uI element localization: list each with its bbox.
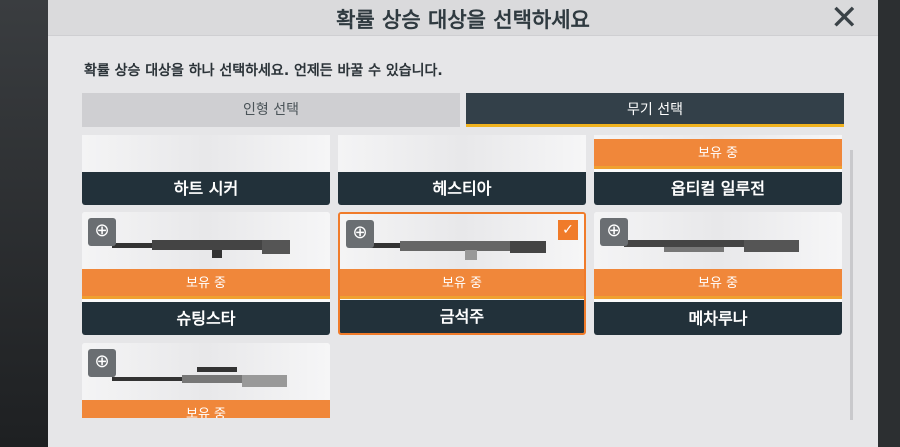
weapon-name: 옵티컬 일루전 [594, 172, 842, 205]
zoom-in-icon[interactable]: ⊕ [88, 349, 116, 377]
close-icon[interactable]: ✕ [830, 0, 859, 38]
tab-doll-select[interactable]: 인형 선택 [82, 93, 460, 127]
owned-badge: 보유 중 [82, 269, 330, 299]
weapon-card[interactable]: 하트 시커 [82, 135, 330, 205]
weapon-image [594, 212, 842, 272]
weapon-card[interactable]: ⊕ 보유 중 슈팅스타 [82, 212, 330, 335]
owned-badge: 보유 중 [82, 400, 330, 418]
weapon-name: 금석주 [340, 300, 584, 333]
owned-badge: 보유 중 [340, 269, 584, 299]
zoom-in-icon[interactable]: ⊕ [88, 218, 116, 246]
rifle-image [370, 241, 546, 260]
weapon-grid[interactable]: 하트 시커 헤스티아 보유 중 옵티컬 일루전 ⊕ 보유 중 슈팅스타 ⊕ ✓ … [82, 135, 852, 418]
selection-dialog: 확률 상승 대상을 선택하세요 ✕ 확률 상승 대상을 하나 선택하세요. 언제… [48, 0, 878, 447]
sniper-rifle-image [112, 367, 287, 387]
weapon-card[interactable]: ⊕ 보유 중 [82, 343, 330, 418]
tab-weapon-select[interactable]: 무기 선택 [466, 93, 844, 127]
weapon-image [338, 135, 586, 172]
owned-badge: 보유 중 [594, 139, 842, 169]
weapon-card[interactable]: 헤스티아 [338, 135, 586, 205]
weapon-image [340, 214, 584, 272]
weapon-name: 하트 시커 [82, 172, 330, 205]
shotgun-image [624, 240, 799, 252]
rifle-image [112, 240, 290, 258]
dialog-title: 확률 상승 대상을 선택하세요 [336, 8, 590, 32]
checkmark-icon[interactable]: ✓ [558, 220, 578, 240]
dialog-header: 확률 상승 대상을 선택하세요 ✕ [48, 0, 878, 38]
owned-badge: 보유 중 [594, 269, 842, 299]
scrollbar[interactable] [850, 150, 853, 420]
weapon-image [594, 135, 842, 142]
weapon-card[interactable]: ⊕ 보유 중 메차루나 [594, 212, 842, 335]
zoom-in-icon[interactable]: ⊕ [346, 220, 374, 248]
background-right [878, 0, 900, 447]
weapon-name: 메차루나 [594, 302, 842, 335]
zoom-in-icon[interactable]: ⊕ [600, 218, 628, 246]
dialog-description: 확률 상승 대상을 하나 선택하세요. 언제든 바꿀 수 있습니다. [84, 63, 443, 79]
weapon-card[interactable]: 보유 중 옵티컬 일루전 [594, 135, 842, 205]
weapon-image [82, 212, 330, 272]
weapon-name: 헤스티아 [338, 172, 586, 205]
background-left [0, 0, 48, 447]
weapon-image [82, 343, 330, 403]
weapon-image [82, 135, 330, 172]
weapon-name: 슈팅스타 [82, 302, 330, 335]
weapon-card-selected[interactable]: ⊕ ✓ 보유 중 금석주 [338, 212, 586, 335]
